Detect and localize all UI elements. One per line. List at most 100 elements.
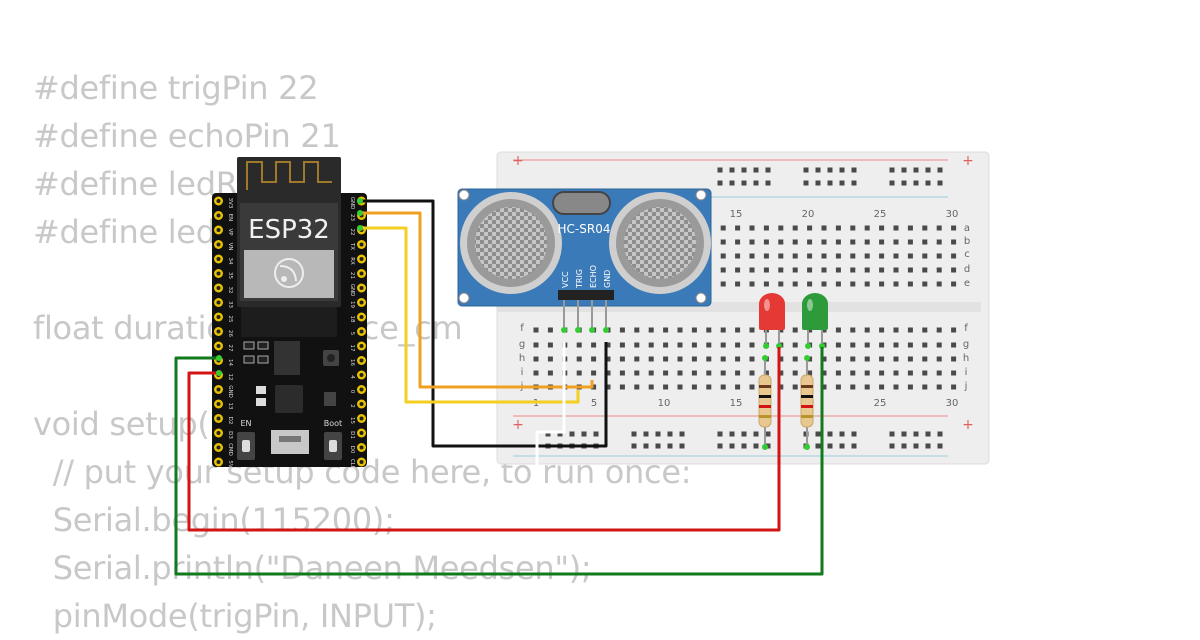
breadboard-hole	[749, 327, 755, 333]
breadboard-hole	[778, 356, 784, 362]
breadboard-hole	[749, 225, 755, 231]
breadboard-hole	[720, 267, 726, 273]
row-letters: a b c d e f g h i j f g h i j	[519, 223, 970, 392]
breadboard-hole	[922, 267, 928, 273]
breadboard-hole	[827, 180, 833, 186]
esp32-pin-label: 5	[349, 332, 355, 336]
resistor-green[interactable]	[800, 360, 814, 447]
breadboard-hole	[735, 370, 741, 376]
esp32-pin-label: 16	[349, 359, 355, 366]
esp32-board[interactable]: ESP32 EN Boot	[212, 157, 367, 470]
breadboard-hole	[936, 267, 942, 273]
esp32-pin-label: TX	[349, 242, 355, 250]
breadboard-hole	[593, 431, 599, 437]
breadboard-hole	[533, 356, 539, 362]
breadboard-hole	[907, 370, 913, 376]
breadboard-hole	[922, 225, 928, 231]
breadboard-hole	[936, 239, 942, 245]
breadboard-hole	[634, 356, 640, 362]
breadboard-hole	[631, 443, 637, 449]
esp32-components	[243, 341, 339, 454]
breadboard-hole	[913, 180, 919, 186]
row-letter: e	[964, 278, 970, 289]
breadboard-hole	[850, 239, 856, 245]
breadboard-hole	[749, 253, 755, 259]
breadboard-hole	[907, 253, 913, 259]
breadboard-hole	[951, 281, 957, 287]
boot-button[interactable]: Boot	[324, 419, 342, 460]
breadboard-hole	[605, 384, 611, 390]
breadboard-hole	[581, 431, 587, 437]
breadboard-hole	[792, 253, 798, 259]
breadboard-hole	[864, 327, 870, 333]
breadboard-hole	[679, 443, 685, 449]
ultrasonic-sensor[interactable]: HC-SR04 VCC TRIG ECHO GND	[457, 188, 712, 333]
breadboard-hole	[913, 443, 919, 449]
breadboard-hole	[864, 281, 870, 287]
breadboard-hole	[907, 225, 913, 231]
breadboard-hole	[815, 167, 821, 173]
breadboard-hole	[879, 267, 885, 273]
row-letter: a	[964, 223, 970, 234]
breadboard-hole	[691, 384, 697, 390]
esp32-chip-label: ESP32	[248, 215, 330, 245]
breadboard-hole	[893, 327, 899, 333]
code-line: void setup() {	[33, 405, 252, 443]
breadboard-hole	[765, 443, 771, 449]
breadboard-hole	[663, 342, 669, 348]
breadboard-hole	[925, 167, 931, 173]
breadboard-hole	[763, 370, 769, 376]
breadboard-hole	[591, 356, 597, 362]
esp32-pin-hole	[359, 344, 364, 348]
breadboard-hole	[879, 327, 885, 333]
breadboard-hole	[735, 384, 741, 390]
breadboard-hole	[643, 431, 649, 437]
breadboard-hole	[663, 327, 669, 333]
breadboard-hole	[717, 167, 723, 173]
breadboard-hole	[864, 370, 870, 376]
breadboard-hole	[547, 342, 553, 348]
col-number: 30	[946, 398, 959, 409]
col-number: 10	[658, 398, 671, 409]
esp32-pin-label: 23	[349, 214, 355, 221]
esp32-pin-hole	[359, 460, 364, 464]
esp32-pin-label: D0	[349, 446, 355, 454]
red-led[interactable]	[759, 293, 785, 349]
breadboard-hole	[792, 342, 798, 348]
breadboard-hole	[591, 384, 597, 390]
esp32-pin-hole	[216, 242, 221, 247]
esp32-pin-label: 17	[349, 345, 355, 352]
breadboard-hole	[803, 180, 809, 186]
breadboard-hole	[717, 431, 723, 437]
breadboard-hole	[677, 370, 683, 376]
breadboard-hole	[936, 225, 942, 231]
breadboard-hole	[907, 239, 913, 245]
breadboard-hole	[792, 370, 798, 376]
breadboard-hole	[720, 253, 726, 259]
breadboard-hole	[821, 370, 827, 376]
breadboard-hole	[605, 356, 611, 362]
breadboard-hole	[850, 281, 856, 287]
breadboard-hole	[936, 370, 942, 376]
breadboard-hole	[741, 443, 747, 449]
breadboard-hole	[619, 356, 625, 362]
breadboard-hole	[835, 384, 841, 390]
esp32-pin-label: 25	[227, 316, 233, 323]
breadboard-hole	[591, 342, 597, 348]
breadboard-hole	[778, 253, 784, 259]
esp32-pin-label: 14	[227, 359, 233, 366]
breadboard-hole	[763, 281, 769, 287]
esp32-pin-label: 19	[349, 301, 355, 308]
green-led[interactable]	[802, 293, 828, 349]
breadboard-hole	[677, 342, 683, 348]
breadboard-hole	[803, 167, 809, 173]
esp32-pin-hole	[216, 416, 221, 421]
row-letter: f	[964, 323, 968, 334]
esp32-pin-hole	[359, 358, 364, 363]
esp32-pin-label: 27	[227, 345, 233, 352]
breadboard-hole	[763, 225, 769, 231]
en-button[interactable]: EN	[237, 419, 255, 460]
resistor-red[interactable]	[758, 360, 772, 447]
breadboard-hole	[893, 356, 899, 362]
esp32-pin-hole	[216, 460, 221, 464]
